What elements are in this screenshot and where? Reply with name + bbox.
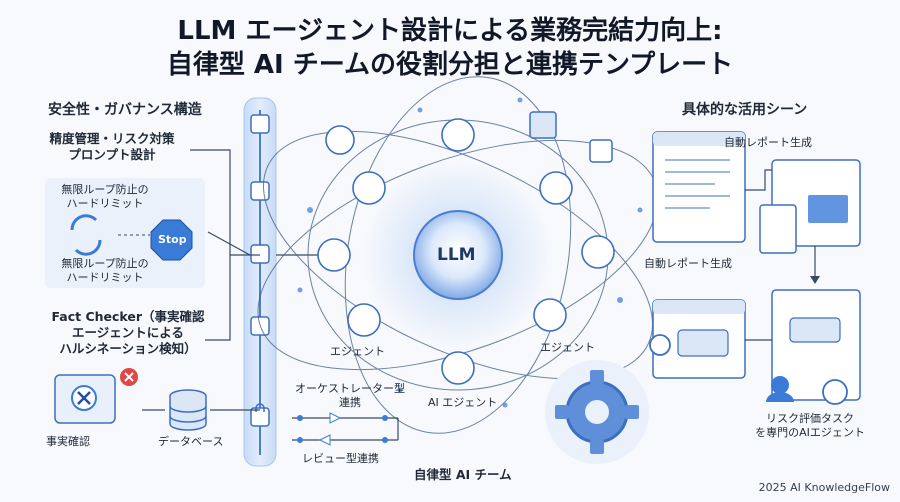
ai-agent-label: AI エジェント (428, 396, 498, 409)
loop-limit-top: 無限ループ防止の ハードリミット (61, 183, 149, 210)
title-line-1: LLM エージェント設計による業務完結力向上: (177, 16, 723, 46)
orchestrator-label: オーケストレーター型 連携 (295, 382, 405, 409)
llm-core (413, 210, 503, 300)
fact-check-label: 事実確認 (46, 435, 90, 448)
footer-credit: 2025 AI KnowledgeFlow (758, 481, 890, 494)
file-icon (759, 204, 797, 254)
fact-checker-label: Fact Checker（事実確認 エージェントによる ハルシネーション検知） (51, 309, 205, 356)
cube-icon (250, 244, 270, 264)
big-gear-icon (545, 360, 649, 464)
cube-icon (250, 114, 270, 134)
agent-right-label: エジェント (540, 341, 595, 354)
lock-shackle (255, 403, 265, 412)
governance-heading: 安全性・ガバナンス構造 (48, 102, 202, 118)
gem-node-icon (581, 235, 615, 269)
gear-icon (649, 334, 671, 356)
flow-node-icon (317, 238, 351, 272)
module-box-icon (529, 111, 557, 139)
lock-icon (250, 407, 270, 427)
agent-left-label: エジェント (330, 345, 385, 358)
team-label: 自律型 AI チーム (414, 467, 512, 482)
database-label: データベース (158, 435, 224, 448)
hub-node-icon (539, 171, 573, 205)
loop-arrows-icon (70, 214, 102, 256)
stop-sign-icon (150, 219, 193, 261)
page-title: LLM エージェント設計による業務完結力向上: 自律型 AI チームの役割分担と… (0, 14, 900, 82)
network-box-icon (589, 139, 613, 163)
user-icon (771, 376, 789, 394)
tree-node-icon (533, 298, 567, 332)
chat-bubble-icon (677, 329, 729, 357)
title-line-2: 自律型 AI チームの役割分担と連携テンプレート (166, 50, 734, 80)
risk-label: リスク評価タスク を専門のAIエジェント (755, 412, 865, 439)
user-node-icon (441, 351, 475, 385)
cube-icon (250, 181, 270, 201)
report-label-top: 自動レポート生成 (724, 136, 812, 149)
loop-limit-bottom: 無限ループ防止の ハードリミット (61, 257, 149, 284)
review-label: レビュー型連携 (302, 452, 379, 465)
report-label-mid: 自動レポート生成 (644, 257, 732, 270)
prompt-design-label: 精度管理・リスク対策 プロンプト設計 (49, 131, 175, 162)
settings-node-icon (325, 125, 355, 155)
database-icon (169, 389, 207, 431)
stop-sign-label: Stop (158, 233, 187, 246)
pillar-cube-icons (250, 114, 270, 427)
llm-core-label: LLM (437, 245, 476, 265)
use-case-heading: 具体的な活用シーン (682, 102, 808, 118)
agent-nodes (317, 118, 615, 385)
gear-node-icon (347, 303, 381, 337)
filter-node-icon (352, 171, 386, 205)
openai-node-icon (441, 118, 475, 152)
